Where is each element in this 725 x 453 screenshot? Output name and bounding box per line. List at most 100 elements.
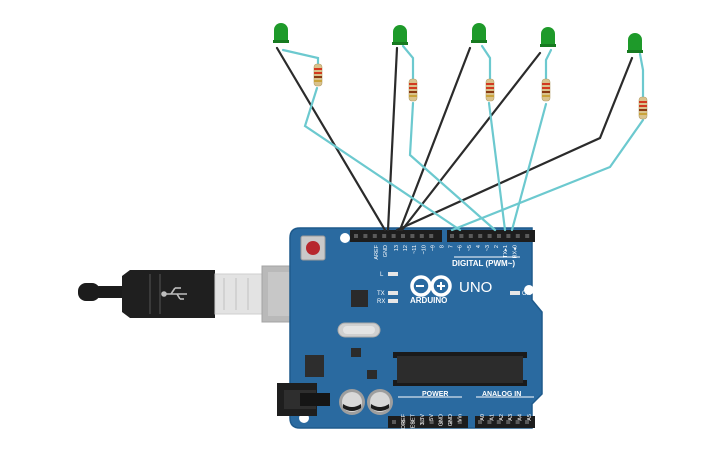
pin-label: ~10 [421,245,427,254]
dc-power-jack [277,383,330,416]
header-pin-hole[interactable] [515,420,520,424]
pin-label: 2 [494,245,500,248]
atmega-chip [393,352,527,386]
led-leg-wire [401,44,415,82]
led-leg-wire [480,44,492,82]
pin-label: 3.3V [420,414,426,426]
signal-wire[interactable] [450,118,645,232]
pin-label: ~3 [485,245,491,251]
green-led[interactable] [392,25,408,45]
pin-label: 12 [403,245,409,251]
header-pin-hole[interactable] [506,234,511,238]
resistor[interactable] [638,96,648,120]
green-led[interactable] [273,23,289,43]
pin-label: ~11 [412,245,418,254]
pin-label: 7 [449,245,455,248]
led-on-label: ON [522,291,531,297]
pin-label: 13 [394,245,400,251]
header-pin-hole[interactable] [457,420,462,424]
header-pin-hole[interactable] [459,234,464,238]
header-pin-hole[interactable] [410,420,415,424]
power-header [388,416,468,428]
mount-hole [524,285,534,295]
header-pin-hole[interactable] [429,234,434,238]
signal-wire[interactable] [303,86,462,232]
led-tx-label: TX [377,291,385,297]
header-pin-hole[interactable] [372,234,377,238]
led-rx-label: RX [377,299,385,305]
header-pin-hole[interactable] [487,420,492,424]
ground-wire[interactable] [386,46,399,232]
pin-label: Vin [457,414,463,422]
digital-header [350,230,535,242]
power-label: POWER [422,391,448,398]
header-pin-hole[interactable] [497,234,501,238]
header-pin-hole[interactable] [525,420,529,424]
pin-label: GND [383,245,389,257]
header-pin-hole[interactable] [468,234,473,238]
ground-wire[interactable] [395,56,634,232]
wires [275,44,645,232]
led-l-indicator: L [380,272,398,278]
green-led[interactable] [627,33,643,53]
header-pin-hole[interactable] [429,420,434,424]
smd-component [351,348,361,357]
header-pin-hole[interactable] [515,234,520,238]
resistor[interactable] [541,78,551,102]
signal-wire[interactable] [408,101,497,232]
header-pin-hole[interactable] [450,234,454,238]
pin-label: A0 [480,414,486,421]
header-pin-hole[interactable] [525,234,530,238]
led-leg-wire [544,48,553,82]
header-pin-hole[interactable] [382,234,387,238]
arduino-infinity-icon [410,275,452,297]
pin-label: IOREF [401,413,407,430]
usb-cable-icon [78,265,327,323]
resistor[interactable] [408,78,418,102]
pin-label: 5V [429,414,435,421]
pin-label: TX▸1 [503,245,509,258]
resistor[interactable] [313,63,323,87]
header-pin-hole[interactable] [439,420,443,424]
header-pin-hole[interactable] [391,234,396,238]
header-pin-hole[interactable] [487,234,492,238]
header-pin-hole[interactable] [354,234,358,238]
led-rx-indicator: RX [377,299,398,305]
mount-hole [538,398,548,408]
crystal-oscillator [337,322,381,338]
header-pin-hole[interactable] [420,420,425,424]
ground-wire[interactable] [398,46,472,232]
pin-label: 4 [476,245,482,248]
header-pin-hole[interactable] [419,234,424,238]
reset-button[interactable] [300,235,326,261]
capacitor [367,389,393,415]
voltage-regulator [305,355,324,377]
led-leg-wire [281,48,320,68]
header-pin-hole[interactable] [401,234,405,238]
pin-label: A4 [518,414,524,421]
ground-wire[interactable] [275,46,387,232]
green-led[interactable] [471,23,487,43]
model-label: UNO [459,279,492,296]
header-pin-hole[interactable] [363,234,368,238]
header-pin-hole[interactable] [496,420,501,424]
green-led[interactable] [540,27,556,47]
ground-wire[interactable] [400,51,542,232]
pin-label: RESET [410,413,416,432]
header-pin-hole[interactable] [506,420,511,424]
header-pin-hole[interactable] [448,420,453,424]
signal-wire[interactable] [510,102,548,232]
pin-label: A5 [527,414,533,421]
pin-label: ~9 [430,245,436,251]
resistor[interactable] [485,78,495,102]
header-pin-hole[interactable] [401,420,406,424]
usb-chip [351,290,368,307]
digital-label: DIGITAL (PWM~) [452,259,515,268]
header-pin-hole[interactable] [478,420,482,424]
header-pin-hole[interactable] [410,234,415,238]
pin-label: ~6 [458,245,464,251]
header-pin-hole[interactable] [392,420,396,424]
header-pin-hole[interactable] [478,234,483,238]
